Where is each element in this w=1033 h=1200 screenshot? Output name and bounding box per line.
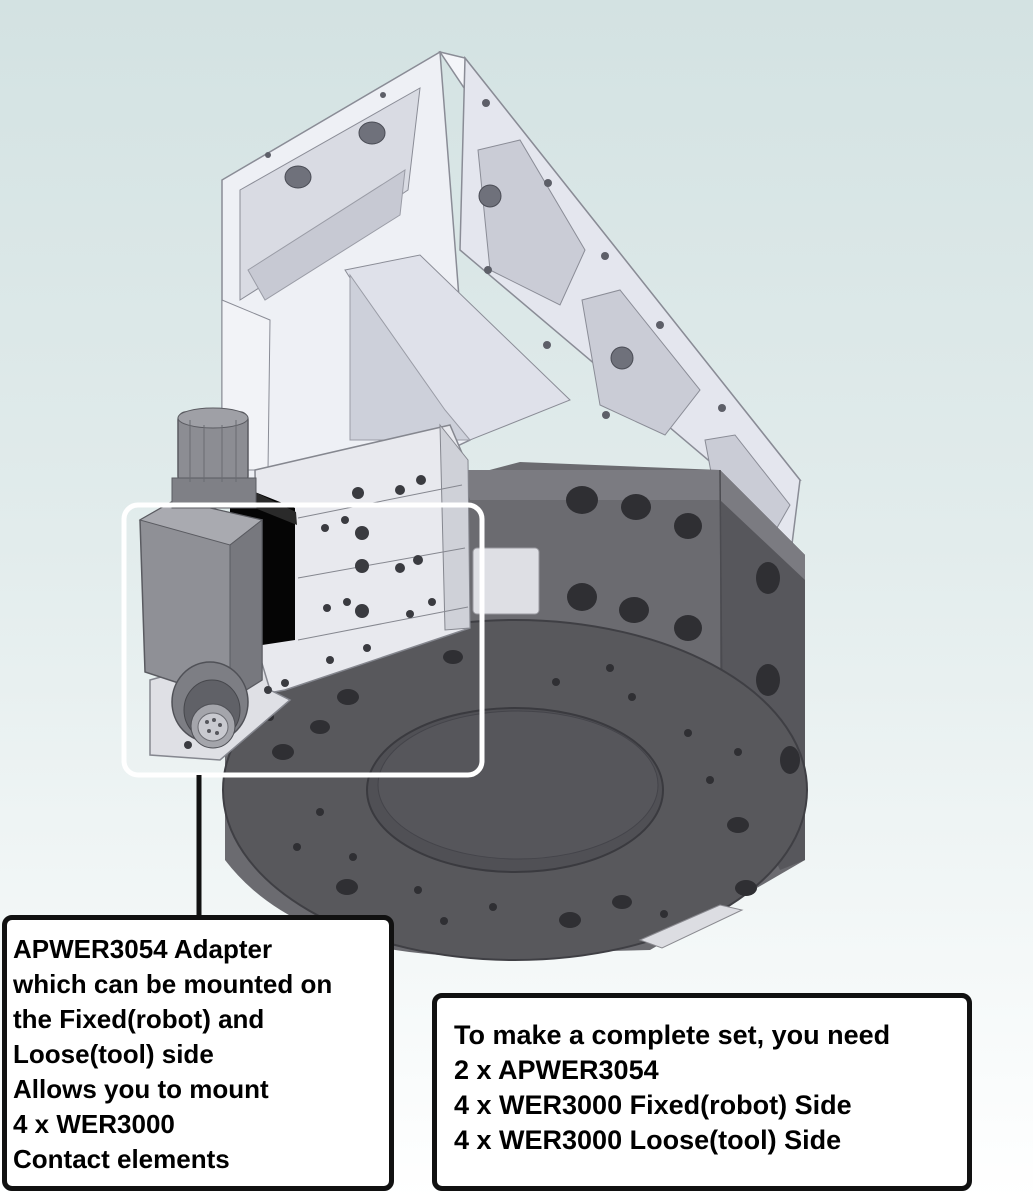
angle-bracket [221,50,802,562]
complete-set-callout: To make a complete set, you need 2 x APW… [432,993,972,1191]
callout-line: 4 x WER3000 Loose(tool) Side [454,1125,842,1155]
callout-line: To make a complete set, you need [454,1020,891,1050]
adapter-highlight-frame [121,502,485,778]
callout-line: Allows you to mount [13,1074,269,1104]
callout-line: 4 x WER3000 [13,1109,175,1139]
callout-line: which can be mounted on [13,969,333,999]
tool-changer-disc [222,462,808,961]
callout-line: Loose(tool) side [13,1039,214,1069]
callout-line: 2 x APWER3054 [454,1055,659,1085]
adapter-description-callout: APWER3054 Adapter which can be mounted o… [2,915,394,1191]
callout-line: Contact elements [13,1144,230,1174]
callout-line: 4 x WER3000 Fixed(robot) Side [454,1090,852,1120]
callout-line: the Fixed(robot) and [13,1004,265,1034]
callout-line: APWER3054 Adapter [13,934,273,964]
